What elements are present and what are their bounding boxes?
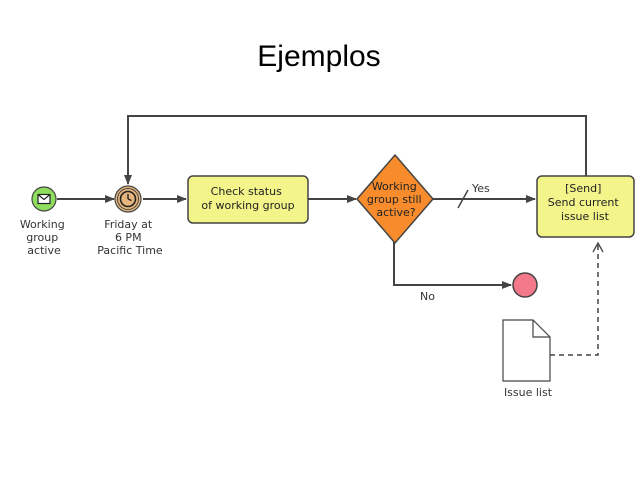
svg-text:Friday at 6 PM Pacific: Friday at 6 PM Pacific Time bbox=[97, 218, 163, 257]
task-check-label-line1: Check status bbox=[211, 185, 282, 198]
loop-back-flow bbox=[124, 115, 587, 185]
task-send-label-line2: Send current bbox=[548, 196, 620, 209]
svg-text:Check status of working gr: Check status of working group bbox=[201, 185, 294, 212]
gateway-label-line2: group still bbox=[367, 193, 422, 206]
document-icon bbox=[502, 319, 551, 382]
timer-label-line1: Friday at bbox=[104, 218, 153, 231]
task-check-label-line2: of working group bbox=[201, 199, 294, 212]
gateway-label-line3: active? bbox=[376, 206, 415, 219]
timer-label-line3: Pacific Time bbox=[97, 244, 163, 257]
flow-no-label: No bbox=[420, 290, 435, 303]
flow-no bbox=[393, 238, 512, 289]
task-check-status bbox=[187, 175, 309, 224]
end-event bbox=[512, 272, 538, 298]
svg-text:Working group active: Working group active bbox=[20, 218, 68, 257]
svg-text:[Send] Send current is: [Send] Send current issue list bbox=[548, 182, 622, 223]
start-event-label-line3: active bbox=[27, 244, 61, 257]
default-flow-slash bbox=[457, 189, 469, 209]
timer-label-line2: 6 PM bbox=[115, 231, 142, 244]
svg-text:Working group still ac: Working group still active? bbox=[367, 180, 425, 219]
start-event bbox=[31, 186, 57, 212]
task-send-label-line1: [Send] bbox=[565, 182, 601, 195]
clock-icon bbox=[119, 190, 137, 208]
envelope-icon bbox=[37, 193, 51, 205]
start-event-label-line1: Working bbox=[20, 218, 65, 231]
data-object-label: Issue list bbox=[504, 386, 553, 399]
timer-event bbox=[114, 185, 142, 213]
task-send-issue-list bbox=[536, 175, 635, 238]
start-event-label-line2: group bbox=[26, 231, 58, 244]
exclusive-gateway bbox=[356, 153, 434, 245]
gateway-label-line1: Working bbox=[372, 180, 417, 193]
data-association bbox=[550, 241, 604, 356]
flow-yes-label: Yes bbox=[471, 182, 490, 195]
task-send-label-line3: issue list bbox=[561, 210, 610, 223]
slide-title: Ejemplos bbox=[257, 40, 381, 73]
